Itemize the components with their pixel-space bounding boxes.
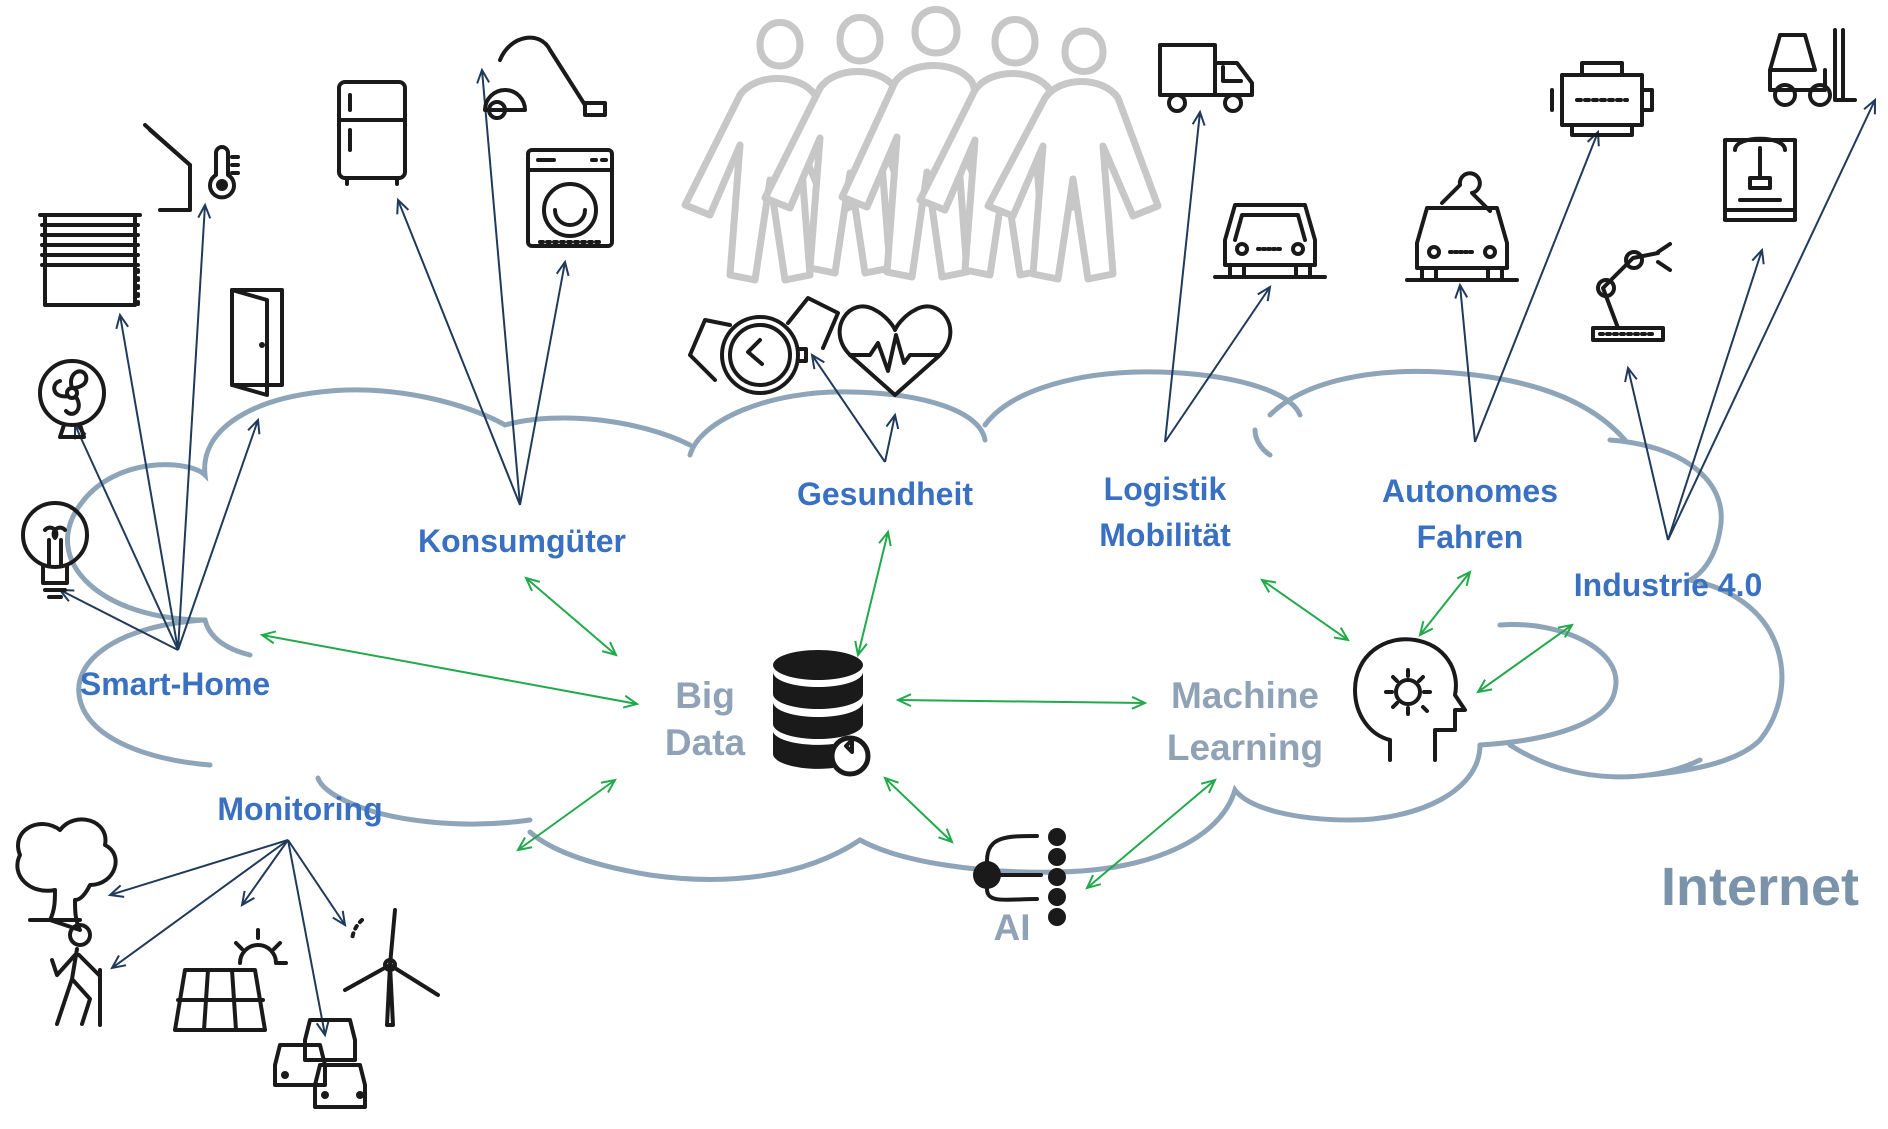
database-icon: [773, 650, 871, 777]
label-mobilitaet: Mobilität: [1099, 517, 1231, 553]
green-arrowhead: [600, 778, 617, 793]
blue-arrowhead: [110, 955, 127, 970]
blue-arrowhead: [197, 202, 212, 219]
label-logistik: Logistik: [1104, 471, 1227, 507]
blue-arrowhead: [1624, 365, 1638, 383]
blue-arrowhead: [476, 67, 490, 84]
green-arrowhead: [883, 776, 899, 792]
tree-icon: [15, 817, 118, 932]
heart-rate-icon: [837, 304, 953, 397]
green-arrowhead: [1456, 570, 1472, 587]
label-fahren: Fahren: [1417, 519, 1524, 555]
blue-arrowhead: [1751, 247, 1765, 265]
label-monitoring: Monitoring: [217, 791, 382, 827]
fridge-icon: [337, 80, 407, 186]
house-roof-icon: [143, 123, 192, 212]
label-industrie: Industrie 4.0: [1574, 567, 1763, 603]
green-arrowhead: [622, 694, 640, 709]
green-arrowhead: [1418, 620, 1434, 637]
green-arrowhead: [1200, 778, 1217, 794]
smartwatch-icon: [688, 296, 840, 395]
fan-icon: [38, 359, 106, 439]
label-gesundheit: Gesundheit: [797, 476, 973, 512]
lightbulb-icon: [21, 501, 89, 599]
window-blinds-icon: [38, 213, 142, 307]
green-arrows: [261, 531, 1573, 889]
green-arrowhead: [895, 693, 912, 708]
connection-lines: [59, 69, 1876, 1036]
car-repair-icon: [1405, 171, 1519, 282]
engine-icon: [1550, 61, 1654, 137]
label-big: Big: [675, 675, 735, 716]
label-ai: AI: [994, 907, 1031, 948]
blue-arrowhead: [1863, 97, 1877, 115]
label-smart-home: Smart-Home: [80, 666, 270, 702]
neural-network-icon: [973, 828, 1066, 926]
labels: Smart-Home Konsumgüter Gesundheit Logist…: [80, 471, 1859, 948]
green-arrowhead: [259, 630, 277, 645]
blue-arrowheads: [57, 67, 1877, 1038]
green-arrowhead: [516, 837, 533, 852]
green-arrowhead: [1333, 627, 1350, 642]
green-arrowhead: [878, 529, 892, 547]
door-icon: [230, 288, 284, 397]
green-arrowhead: [524, 576, 541, 592]
green-arrowhead: [1260, 578, 1277, 593]
brain-gear-icon: [1353, 637, 1467, 762]
blue-arrowhead: [115, 312, 129, 330]
hiker-icon: [50, 923, 102, 1027]
3d-printer-icon: [1723, 136, 1797, 222]
wind-turbine-icon: [343, 908, 440, 1027]
blue-arrowhead: [810, 353, 825, 370]
vacuum-cleaner-icon: [483, 35, 607, 120]
green-arrowheads: [259, 529, 1574, 890]
green-arrowhead: [938, 828, 954, 844]
green-arrowhead: [854, 640, 868, 658]
green-arrowhead: [601, 641, 618, 657]
thermometer-icon: [208, 145, 240, 200]
blue-arrowhead: [885, 412, 900, 430]
label-data: Data: [665, 722, 746, 763]
green-arrowhead: [1476, 679, 1493, 694]
car-icon: [1213, 203, 1327, 279]
people-group-icon: [681, 6, 1162, 284]
blue-arrowhead: [1454, 282, 1469, 299]
washing-machine-icon: [526, 148, 614, 248]
blue-arrowhead: [240, 890, 255, 907]
blue-arrowhead: [555, 259, 570, 277]
traffic-icon: [273, 1018, 367, 1109]
blue-arrowhead: [247, 417, 261, 435]
blue-arrowhead: [1257, 285, 1272, 302]
blue-arrowhead: [332, 910, 347, 927]
green-arrowhead: [1557, 623, 1574, 638]
blue-arrowhead: [396, 197, 410, 215]
robot-arm-icon: [1591, 242, 1672, 342]
label-internet: Internet: [1661, 857, 1859, 917]
green-arrowhead: [1085, 874, 1102, 890]
green-arrowhead: [1131, 695, 1148, 710]
solar-panel-icon: [173, 928, 288, 1032]
blue-arrowhead: [1191, 109, 1206, 126]
label-autonomes: Autonomes: [1382, 473, 1558, 509]
forklift-icon: [1768, 28, 1857, 107]
blue-arrowhead: [1586, 129, 1600, 147]
label-konsumgueter: Konsumgüter: [418, 523, 626, 559]
label-machine: Machine: [1171, 675, 1319, 716]
truck-icon: [1158, 43, 1254, 113]
label-learning: Learning: [1167, 727, 1323, 768]
blue-arrowhead: [107, 884, 125, 898]
blue-arrowhead: [315, 1020, 330, 1038]
